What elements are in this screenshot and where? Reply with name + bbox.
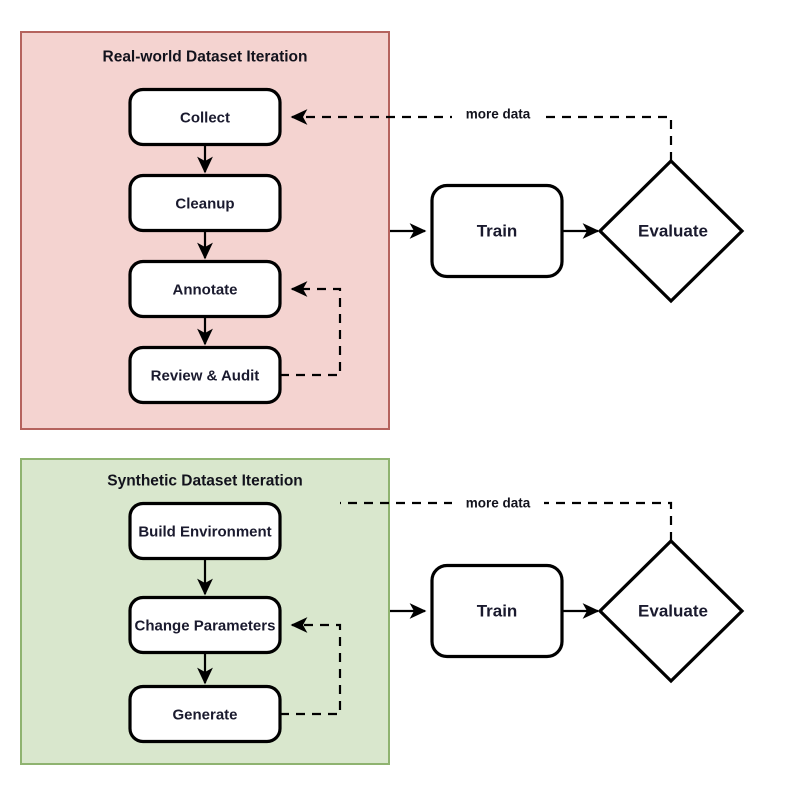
panel-real-world-title: Real-world Dataset Iteration [103, 49, 308, 66]
edge-evaluate-to-change-bottom [340, 501, 673, 541]
node-change-parameters-label: Change Parameters [135, 618, 276, 635]
edge-evaluate-to-collect-top [290, 109, 673, 161]
node-train-top-shape [430, 183, 564, 279]
node-generate[interactable]: Generate [128, 684, 282, 744]
node-evaluate-bottom-label: Evaluate [638, 602, 708, 621]
node-change-parameters[interactable]: Change Parameters [128, 595, 282, 655]
node-evaluate-bottom[interactable]: Evaluate [597, 538, 745, 684]
node-build-environment-label: Build Environment [138, 524, 271, 541]
edge-review-to-annotate [280, 281, 342, 377]
bottom-pipeline: more data Train Evaluate [340, 495, 745, 684]
edge-label-more-data-bottom: more data [466, 496, 531, 511]
panel-real-world: Real-world Dataset Iteration Collect Cle… [20, 31, 390, 430]
more-data-top-label-backdrop [452, 106, 544, 123]
node-train-top[interactable]: Train [430, 183, 564, 279]
node-generate-shape [128, 684, 282, 744]
node-generate-label: Generate [172, 707, 237, 724]
edge-generate-to-change [280, 617, 342, 716]
node-annotate-label: Annotate [173, 282, 238, 299]
node-build-environment[interactable]: Build Environment [128, 501, 282, 561]
node-train-bottom-shape [430, 563, 564, 659]
node-review-audit[interactable]: Review & Audit [128, 345, 282, 405]
node-review-audit-shape [128, 345, 282, 405]
panel-synthetic-title: Synthetic Dataset Iteration [107, 473, 303, 490]
node-train-bottom-label: Train [477, 602, 518, 621]
top-pipeline: more data Train Evaluate [290, 106, 745, 304]
panel-synthetic: Synthetic Dataset Iteration Build Enviro… [20, 458, 390, 765]
node-collect[interactable]: Collect [128, 87, 282, 147]
node-change-parameters-shape [128, 595, 282, 655]
node-evaluate-top-label: Evaluate [638, 222, 708, 241]
node-train-top-label: Train [477, 222, 518, 241]
node-collect-label: Collect [180, 110, 230, 127]
node-train-bottom[interactable]: Train [430, 563, 564, 659]
node-review-audit-label: Review & Audit [151, 368, 260, 385]
node-cleanup-shape [128, 173, 282, 233]
node-build-environment-shape [128, 501, 282, 561]
node-collect-shape [128, 87, 282, 147]
node-annotate-shape [128, 259, 282, 319]
edge-label-more-data-top: more data [466, 107, 531, 122]
node-cleanup-label: Cleanup [175, 196, 234, 213]
node-cleanup[interactable]: Cleanup [128, 173, 282, 233]
node-annotate[interactable]: Annotate [128, 259, 282, 319]
node-evaluate-top[interactable]: Evaluate [597, 158, 745, 304]
node-evaluate-bottom-shape [597, 538, 745, 684]
more-data-bottom-label-backdrop [452, 495, 544, 512]
node-evaluate-top-shape [597, 158, 745, 304]
